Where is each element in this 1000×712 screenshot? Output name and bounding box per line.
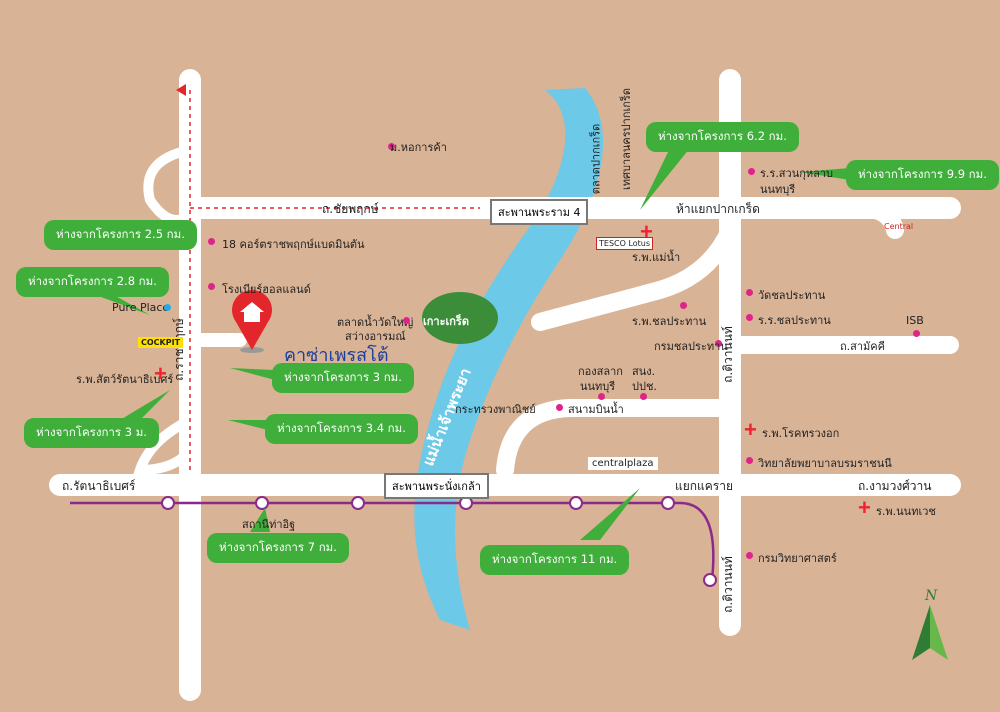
place-wat-chonprathan: วัดชลประทาน [758, 289, 826, 302]
road-label-ngamwongwan: ถ.งามวงศ์วาน [858, 479, 932, 493]
place-dot [715, 340, 722, 347]
bridge-rama4: สะพานพระราม 4 [490, 199, 589, 225]
place-hochakha: ม.หอการค้า [390, 141, 447, 154]
hospital-icon: + [858, 495, 871, 520]
place-rp-chonprathan: ร.พ.ชลประทาน [632, 315, 707, 328]
place-kong-salak: กองสลาก [578, 365, 623, 378]
metro-station [161, 496, 175, 510]
place-dot [746, 552, 753, 559]
place-pure-place: Pure Place [112, 301, 170, 314]
place-dot [208, 283, 215, 290]
callout-distance: ห่างจากโครงการ 6.2 กม. [646, 122, 799, 152]
place-dot [640, 393, 647, 400]
callout-pointer [640, 148, 690, 210]
place-suankularb: ร.ร.สวนกุหลาบ [760, 167, 834, 180]
road-chonprathan [531, 221, 739, 331]
place-dot [748, 168, 755, 175]
koh-kret-island [422, 292, 498, 344]
callout-distance: ห่างจากโครงการ 3 ม. [24, 418, 159, 448]
callout-distance: ห่างจากโครงการ 3.4 กม. [265, 414, 418, 444]
place-dot [556, 404, 563, 411]
place-beer-hall: โรงเบียร์ฮอลแลนด์ [222, 283, 311, 296]
callout-distance: ห่างจากโครงการ 2.5 กม. [44, 220, 197, 250]
road-label-chaiyaphruek: ถ.ชัยพฤกษ์ [322, 202, 379, 216]
metro-station [661, 496, 675, 510]
logo-central-plaza: centralplaza [588, 457, 658, 470]
place-dot [598, 393, 605, 400]
place-rp-nonvech: ร.พ.นนทเวช [876, 505, 936, 518]
place-dot [208, 238, 215, 245]
metro-station [703, 573, 717, 587]
place-pet-hospital: ร.พ.สัตว์รัตนาธิเบศร์ [76, 373, 174, 386]
road-label-sanambinnam: สนามบินน้ำ [568, 403, 624, 416]
place-sawang: สว่างอารมณ์ [345, 330, 406, 343]
place-corner18: 18 คอร์ตราชพฤกษ์แบดมินตัน [222, 238, 365, 251]
bridge-nangklao: สะพานพระนั่งเกล้า [384, 473, 489, 499]
metro-station [569, 496, 583, 510]
place-dot [388, 143, 395, 150]
metro-station [351, 496, 365, 510]
road-label-samakkhi: ถ.สามัคคี [840, 340, 886, 353]
place-ror-chonprathan: ร.ร.ชลประทาน [758, 314, 831, 327]
place-dot [680, 302, 687, 309]
compass-icon [912, 605, 948, 660]
place-thetsaban-pakkret: เทศบาลนครปากเกร็ด [619, 88, 633, 190]
callout-pointer [800, 168, 850, 180]
callout-pointer [250, 508, 270, 532]
callout-distance: ห่างจากโครงการ 11 กม. [480, 545, 630, 575]
place-dot [164, 304, 171, 311]
place-dot [746, 314, 753, 321]
project-marker [232, 290, 272, 353]
callout-distance: ห่างจากโครงการ 7 กม. [207, 533, 349, 563]
callout-distance: ห่างจากโครงการ 2.8 กม. [16, 267, 169, 297]
place-rp-maenam: ร.พ.แม่น้ำ [632, 251, 681, 264]
road-pakkret-east [721, 199, 904, 239]
place-station-thaiit: สถานีท่าอิฐ [242, 518, 296, 531]
place-dot [403, 317, 410, 324]
callout-pointer [228, 420, 268, 430]
metro-station [255, 496, 269, 510]
callout-distance: ห่างจากโครงการ 9.9 กม. [846, 160, 999, 190]
island-label: เกาะเกร็ด [423, 315, 469, 328]
callout-pointer [120, 390, 170, 420]
place-dot [746, 457, 753, 464]
interchange-loop-2 [133, 415, 195, 476]
place-nonthaburi: นนทบุรี [760, 183, 796, 196]
place-krom-chonprathan: กรมชลประทาน [654, 340, 728, 353]
place-talat-pakkret: ตลาดปากเกร็ด [589, 123, 603, 195]
logo-cockpit: COCKPIT [138, 337, 184, 348]
place-krasuang-panich: กระทรวงพาณิชย์ [455, 403, 536, 416]
compass-north-label: N [925, 588, 938, 604]
logo-central: Central [884, 222, 914, 231]
callout-pointer [90, 293, 150, 315]
place-sanor-2: ปปช. [632, 380, 657, 393]
metro-purple-line [70, 501, 715, 581]
place-dot [746, 289, 753, 296]
road-label-tiwanon-bottom: ถ.ติวานนท์ [720, 556, 735, 613]
place-talat-nam: ตลาดน้ำวัดใหญ่ [337, 316, 414, 329]
callout-pointer [580, 488, 640, 540]
place-dot [913, 330, 920, 337]
logo-tesco: TESCO Lotus [596, 237, 654, 250]
place-college-nurse: วิทยาลัยพยาบาลบรมราชนนี [758, 457, 892, 470]
place-rp-rokthorawong: ร.พ.โรคทรวงอก [762, 427, 840, 440]
place-sanor: สนง. [632, 365, 656, 378]
junction-pakkret: ห้าแยกปากเกร็ด [676, 202, 760, 216]
place-kong-salak-2: นนทบุรี [580, 380, 616, 393]
project-name: คาซ่าเพรสโต้ [284, 345, 389, 366]
hospital-icon: + [640, 219, 653, 244]
road-label-rattanathibet: ถ.รัตนาธิเบศร์ [62, 479, 136, 493]
place-isb: ISB [906, 314, 924, 327]
route-arrow [176, 84, 186, 96]
road-sanambinnam [496, 399, 739, 479]
callout-distance: ห่างจากโครงการ 3 กม. [272, 363, 414, 393]
hospital-icon: + [154, 361, 167, 386]
place-krom-witthaya: กรมวิทยาศาสตร์ [758, 552, 837, 565]
callout-pointer [230, 368, 275, 380]
junction-khae-rai: แยกแคราย [675, 479, 734, 493]
interchange-loop [143, 145, 195, 225]
hospital-icon: + [744, 417, 757, 442]
